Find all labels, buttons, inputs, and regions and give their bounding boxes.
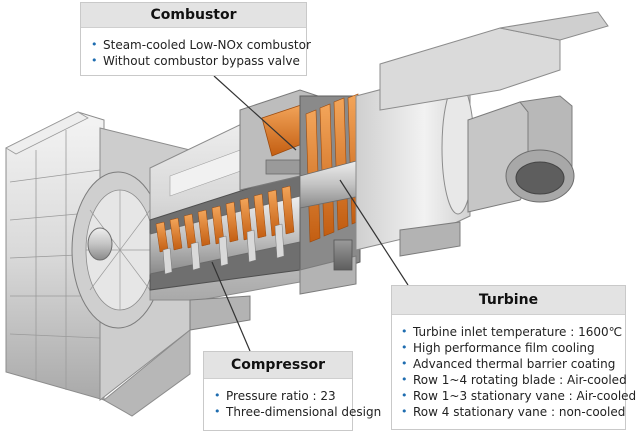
turbine-list: •Turbine inlet temperature : 1600℃ •High… — [392, 315, 636, 420]
list-item: •Row 1~3 stationary vane : Air-cooled — [401, 389, 636, 403]
inlet-bellmouth — [71, 171, 165, 329]
list-item: •Three-dimensional design — [214, 405, 382, 419]
turbine-rotor — [299, 93, 363, 283]
leader-lines — [211, 75, 409, 352]
list-item: •Row 4 stationary vane : non-cooled — [401, 405, 626, 419]
bullet-icon: • — [401, 341, 408, 354]
turbine-callout: Turbine •Turbine inlet temperature : 160… — [391, 285, 636, 430]
compressor-leader — [211, 261, 251, 352]
list-item: •Steam-cooled Low-NOx combustor — [91, 38, 311, 52]
bullet-icon: • — [214, 389, 221, 402]
bullet-icon: • — [401, 357, 408, 370]
bullet-icon: • — [401, 405, 408, 418]
turbine-title: Turbine — [392, 286, 625, 315]
list-item: •Row 1~4 rotating blade : Air-cooled — [401, 373, 627, 387]
list-item: •Advanced thermal barrier coating — [401, 357, 616, 371]
compressor-title: Compressor — [204, 352, 352, 379]
bullet-icon: • — [214, 405, 221, 418]
turbine-leader — [339, 179, 409, 286]
combustor-title: Combustor — [81, 3, 306, 28]
list-item: •Pressure ratio : 23 — [214, 389, 336, 403]
combustor-list: •Steam-cooled Low-NOx combustor •Without… — [81, 28, 311, 69]
compressor-callout: Compressor •Pressure ratio : 23 •Three-d… — [203, 351, 382, 431]
support-base — [189, 221, 461, 331]
list-item: •Turbine inlet temperature : 1600℃ — [401, 325, 623, 339]
bullet-icon: • — [91, 54, 98, 67]
exhaust-diffuser — [355, 11, 609, 251]
bullet-icon: • — [401, 325, 408, 338]
combustor-leader — [213, 75, 297, 151]
bullet-icon: • — [91, 38, 98, 51]
list-item: •Without combustor bypass valve — [91, 54, 300, 68]
compressor-list: •Pressure ratio : 23 •Three-dimensional … — [204, 379, 382, 420]
list-item: •High performance film cooling — [401, 341, 595, 355]
bullet-icon: • — [401, 373, 408, 386]
combustor-callout: Combustor •Steam-cooled Low-NOx combusto… — [80, 2, 311, 76]
bullet-icon: • — [401, 389, 408, 402]
